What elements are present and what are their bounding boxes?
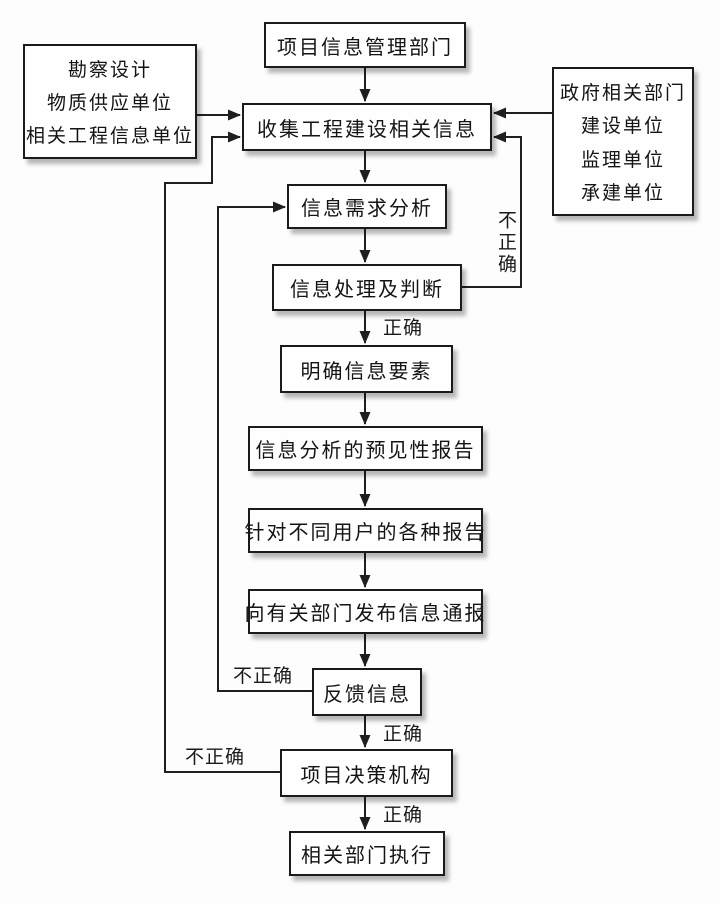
- edge-label-correct: 正确: [383, 318, 424, 339]
- source-line: 监理单位: [580, 149, 665, 171]
- node-feedback: 反馈信息: [312, 668, 422, 716]
- source-line: 政府相关部门: [559, 83, 686, 105]
- node-demand-analysis: 信息需求分析: [287, 184, 447, 229]
- node-label: 项目信息管理部门: [277, 36, 453, 59]
- node-forecast-report: 信息分析的预见性报告: [248, 426, 483, 471]
- node-decision-body: 项目决策机构: [280, 749, 453, 797]
- node-label: 信息需求分析: [301, 198, 433, 220]
- node-clarify-elements: 明确信息要素: [280, 345, 453, 393]
- node-publish-notice: 向有关部门发布信息通报: [245, 589, 485, 634]
- edge-label-incorrect: 不正确: [495, 210, 516, 276]
- node-project-info-dept: 项目信息管理部门: [264, 22, 466, 68]
- node-label: 项目决策机构: [300, 764, 433, 787]
- source-line: 物质供应单位: [46, 93, 173, 114]
- node-label: 相关部门执行: [301, 845, 433, 867]
- source-line: 建设单位: [580, 116, 665, 138]
- node-label: 针对不同用户的各种报告: [244, 522, 487, 544]
- edge-label-correct: 正确: [383, 805, 424, 826]
- edge-label-correct: 正确: [383, 724, 424, 745]
- node-label: 反馈信息: [323, 683, 411, 706]
- node-label: 信息分析的预见性报告: [255, 440, 476, 462]
- source-line: 勘察设计: [67, 60, 152, 81]
- node-process-judge: 信息处理及判断: [272, 264, 462, 311]
- node-sources-right: 政府相关部门 建设单位 监理单位 承建单位: [552, 67, 694, 216]
- node-label: 向有关部门发布信息通报: [244, 603, 487, 625]
- node-sources-left: 勘察设计 物质供应单位 相关工程信息单位: [23, 44, 197, 159]
- node-collect-info: 收集工程建设相关信息: [242, 103, 492, 151]
- source-line: 相关工程信息单位: [26, 126, 195, 147]
- node-execute: 相关部门执行: [289, 831, 445, 876]
- node-user-reports: 针对不同用户的各种报告: [245, 508, 485, 553]
- source-line: 承建单位: [580, 182, 665, 204]
- edge-label-incorrect: 不正确: [233, 666, 294, 687]
- node-label: 信息处理及判断: [290, 279, 444, 301]
- node-label: 收集工程建设相关信息: [257, 118, 477, 141]
- edge-label-incorrect: 不正确: [185, 747, 246, 768]
- node-label: 明确信息要素: [300, 360, 433, 383]
